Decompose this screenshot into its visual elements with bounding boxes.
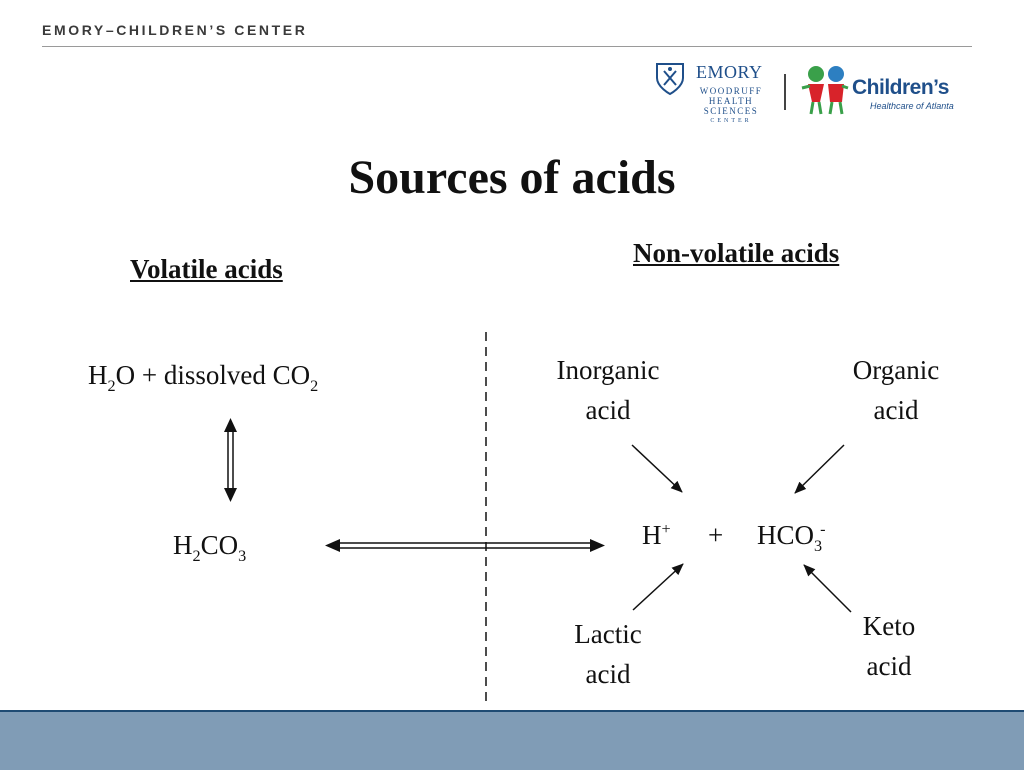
- bicarbonate-ion: HCO3-: [757, 520, 826, 555]
- header-divider: [42, 46, 972, 47]
- slide-title: Sources of acids: [348, 151, 676, 204]
- eq-text: H: [642, 520, 662, 550]
- eq-text: HCO: [757, 520, 815, 550]
- emory-logo-line: CENTER: [710, 118, 752, 124]
- label-line: Inorganic: [556, 355, 660, 385]
- label-line: acid: [873, 395, 919, 425]
- lactic-acid-label: Lactic acid: [538, 614, 678, 694]
- eq-text: O + dissolved CO: [115, 360, 311, 390]
- carbonic-acid-formula: H2CO3: [173, 530, 246, 565]
- footer-bar: [0, 710, 1024, 770]
- eq-text: H: [173, 530, 193, 560]
- plus-sign: +: [708, 520, 724, 550]
- label-line: acid: [585, 395, 631, 425]
- keto-acid-label: Keto acid: [819, 606, 959, 686]
- lactic-arrow: [632, 563, 684, 611]
- label-line: Keto: [862, 611, 916, 641]
- eq-subscript: 3: [238, 547, 247, 566]
- inorganic-arrow: [631, 444, 683, 493]
- logo-separator: [784, 74, 786, 110]
- water-co2-equation: H2O + dissolved CO2: [88, 360, 318, 395]
- eq-superscript: +: [661, 520, 671, 538]
- emory-logo-name: EMORY: [696, 62, 763, 82]
- volatile-acids-heading: Volatile acids: [130, 254, 283, 284]
- eq-subscript: 2: [310, 377, 319, 396]
- eq-subscript: 3: [814, 537, 823, 556]
- org-header: EMORY–CHILDREN’S CENTER: [42, 22, 308, 38]
- emory-logo-line: WOODRUFF: [699, 86, 763, 96]
- label-line: Organic: [852, 355, 940, 385]
- emory-shield-icon: [656, 63, 684, 96]
- organic-arrow: [794, 444, 845, 494]
- childrens-kids-icon: [801, 66, 849, 115]
- keto-arrow: [803, 564, 852, 613]
- label-line: acid: [866, 651, 912, 681]
- label-line: acid: [585, 659, 631, 689]
- emory-logo-line: HEALTH: [708, 96, 754, 106]
- eq-text: H: [88, 360, 108, 390]
- label-line: Lactic: [574, 619, 642, 649]
- hydrogen-ion: H+: [642, 520, 671, 551]
- eq-subscript: 2: [107, 377, 116, 396]
- organic-acid-label: Organic acid: [826, 350, 966, 430]
- horizontal-equilibrium-arrow: [325, 539, 605, 552]
- eq-text: CO: [200, 530, 239, 560]
- eq-superscript: -: [820, 520, 826, 538]
- childrens-logo-subtitle: Healthcare of Atlanta: [870, 101, 954, 111]
- inorganic-acid-label: Inorganic acid: [538, 350, 678, 430]
- emory-logo-subtitle: WOODRUFF HEALTH SCIENCES CENTER: [697, 86, 765, 126]
- eq-subscript: 2: [192, 547, 201, 566]
- emory-logo-line: SCIENCES: [703, 106, 759, 116]
- nonvolatile-acids-heading: Non-volatile acids: [633, 238, 840, 268]
- vertical-equilibrium-arrow: [224, 418, 237, 502]
- childrens-logo-name: Children’s: [852, 76, 949, 99]
